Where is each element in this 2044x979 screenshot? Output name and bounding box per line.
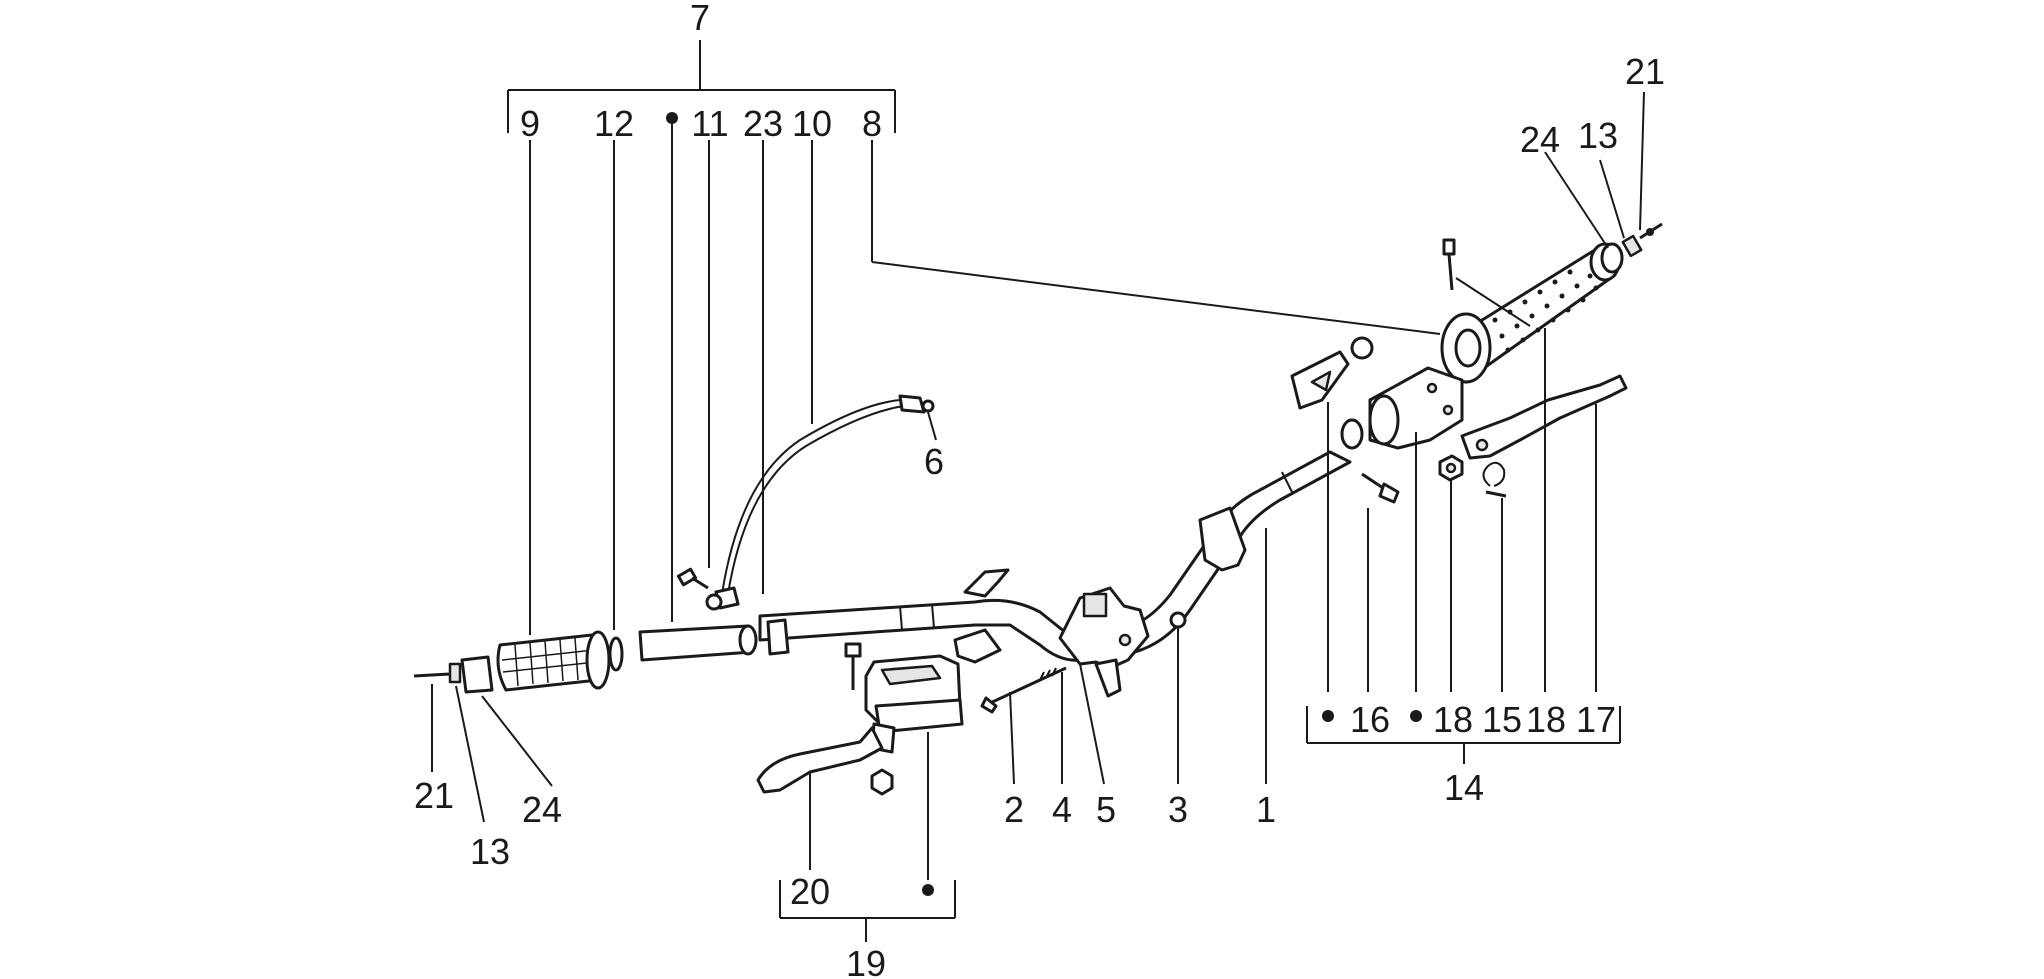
callout-9: 9 bbox=[520, 103, 540, 144]
callout-12: 12 bbox=[594, 103, 634, 144]
callout-16: 16 bbox=[1350, 699, 1390, 740]
callout-4: 4 bbox=[1052, 789, 1072, 830]
center-clamp-bracket bbox=[1058, 586, 1150, 698]
callout-18-b: 18 bbox=[1526, 699, 1566, 740]
right-grip-end-weight bbox=[1600, 222, 1663, 274]
callout-18-a: 18 bbox=[1433, 699, 1473, 740]
callout-7: 7 bbox=[690, 0, 710, 38]
small-center-nut bbox=[1169, 611, 1187, 629]
callout-1: 1 bbox=[1256, 789, 1276, 830]
mirror-nut-left bbox=[870, 768, 894, 796]
left-grip bbox=[496, 630, 624, 692]
callout-11: 11 bbox=[691, 103, 728, 144]
callout-10: 10 bbox=[792, 103, 832, 144]
bullet-group14-b bbox=[1410, 710, 1422, 722]
left-throttle-tube bbox=[638, 618, 790, 662]
callout-13-right: 13 bbox=[1578, 115, 1618, 156]
callout-24-right: 24 bbox=[1520, 119, 1560, 160]
callout-21-right: 21 bbox=[1625, 51, 1665, 92]
cable-bolt-11 bbox=[676, 567, 709, 590]
callout-21-left: 21 bbox=[414, 775, 454, 816]
callout-23: 23 bbox=[743, 103, 783, 144]
callout-14: 14 bbox=[1444, 767, 1484, 808]
cable-nut-23 bbox=[705, 593, 723, 611]
bullet-group14-a bbox=[1322, 710, 1334, 722]
callout-15: 15 bbox=[1482, 699, 1522, 740]
callout-2: 2 bbox=[1004, 789, 1024, 830]
throttle-cable bbox=[714, 394, 935, 610]
bullet-group19 bbox=[922, 884, 934, 896]
mirror-bolt-left bbox=[844, 642, 862, 690]
handlebar-tube bbox=[758, 418, 1364, 664]
callout-6: 6 bbox=[924, 441, 944, 482]
callout-3: 3 bbox=[1168, 789, 1188, 830]
bullet-top-left bbox=[666, 112, 678, 124]
center-long-bolt bbox=[980, 666, 1067, 714]
callout-labels: 7 9 12 11 23 10 8 6 21 24 13 16 18 15 18… bbox=[414, 0, 1665, 979]
callout-20: 20 bbox=[790, 871, 830, 912]
left-brake-master-cylinder bbox=[864, 654, 964, 754]
left-grip-end-weight bbox=[413, 655, 494, 694]
right-switch-housing bbox=[1368, 366, 1464, 450]
callout-13-left: 13 bbox=[470, 831, 510, 872]
small-nut bbox=[1438, 454, 1464, 482]
callout-19: 19 bbox=[846, 943, 886, 979]
callout-24-left: 24 bbox=[522, 789, 562, 830]
right-grip bbox=[1440, 242, 1621, 384]
callout-5: 5 bbox=[1096, 789, 1116, 830]
leader-lines bbox=[431, 40, 1645, 942]
right-switch-bracket bbox=[1290, 336, 1374, 410]
callout-8: 8 bbox=[862, 103, 882, 144]
right-lever-spring bbox=[1482, 461, 1507, 498]
left-brake-lever bbox=[756, 726, 884, 794]
grip-bolt-upper bbox=[1442, 238, 1456, 291]
callout-17: 17 bbox=[1576, 699, 1616, 740]
right-bracket-bolt bbox=[1361, 472, 1400, 504]
